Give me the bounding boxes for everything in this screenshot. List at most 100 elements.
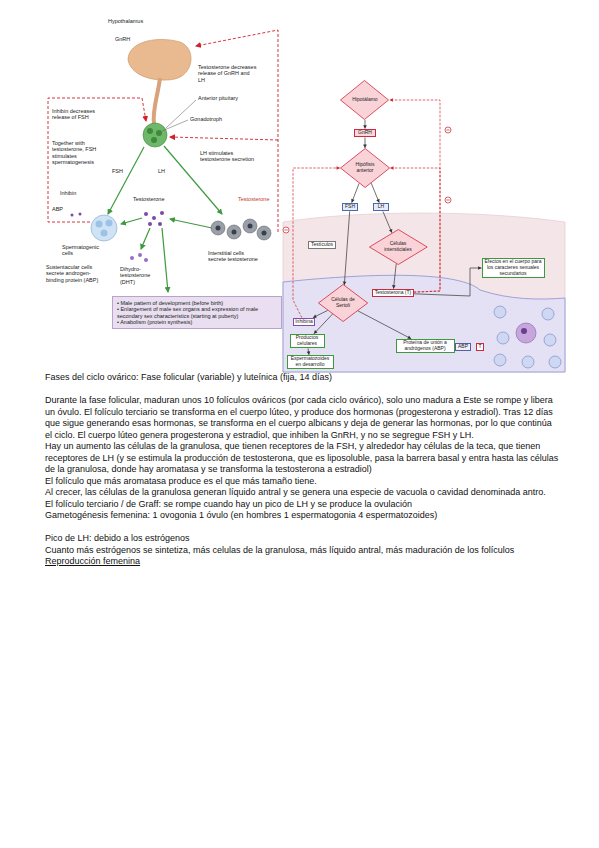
tubule-cell	[544, 334, 556, 346]
sertoli-cell	[516, 323, 536, 343]
node-text: • Anabolism (protein synthesis)	[117, 319, 277, 325]
hormone-dot	[152, 216, 156, 220]
connector-line	[358, 311, 411, 339]
figure-label: Testosterone decreases release of GnRH a…	[198, 64, 258, 83]
decision-diamond: Células de Sertoli	[318, 284, 368, 322]
pituitary-gland	[143, 123, 167, 147]
feedback-line	[170, 137, 278, 140]
paragraph-text: Gametogénesis femenina: 1 ovogonia 1 óvu…	[45, 510, 560, 522]
figure-label: Inhibin	[60, 190, 76, 196]
hormone-arrow	[141, 228, 150, 249]
paragraph-text: El folículo que más aromatasa produce es…	[45, 476, 560, 488]
connector-line	[352, 183, 359, 202]
hormone-dot	[144, 258, 148, 262]
connector	[363, 120, 367, 129]
hormone-dot	[130, 256, 134, 260]
figure-label: Sustentacular cells secrete androgen-bin…	[46, 264, 108, 283]
feedback-lines	[48, 30, 278, 232]
node-text: T	[478, 344, 481, 350]
hormone-dot	[144, 212, 148, 216]
decision-diamond: Células intersticiales	[369, 229, 428, 265]
figure-label: Testosterone	[133, 196, 165, 202]
figure-label: Hypothalamus	[108, 18, 143, 24]
figure-label: ABP	[52, 206, 63, 212]
diamond-outline	[369, 230, 427, 265]
tubule-cell	[549, 356, 561, 368]
testis-tissue	[283, 213, 565, 372]
node-text: Inhibina	[295, 319, 313, 325]
node-text: GnRH	[358, 130, 372, 136]
organ-box: Testículos	[308, 241, 335, 250]
tissue-band	[283, 213, 565, 372]
minus-sign	[445, 127, 451, 133]
hormone-dot	[158, 222, 162, 226]
arrow-head	[389, 98, 392, 102]
figure-label: Together with testosterone, FSH stimulat…	[52, 140, 110, 165]
leader-line	[162, 120, 188, 131]
node-text: Células intersticiales	[382, 241, 413, 253]
decision-diamond: Hipófisis anterior	[340, 148, 390, 188]
hormone-arrow	[170, 219, 212, 228]
figure-label: Interstitial cells secrete testosterone	[208, 250, 260, 263]
node-text: Efectos en el cuerpo para los caracteres…	[484, 259, 542, 276]
connector-line	[344, 211, 349, 285]
inhibin-dot	[71, 214, 74, 217]
effects-box: Efectos en el cuerpo para los caracteres…	[482, 258, 545, 278]
interstitial-cell	[211, 221, 225, 235]
paragraph-text: Al crecer, las células de la granulosa g…	[45, 487, 560, 499]
node-text: Productos celulares	[292, 335, 322, 347]
minus-sign	[446, 200, 449, 201]
node-text: • Enlargement of male sex organs and exp…	[117, 306, 277, 319]
arrow-head	[336, 166, 339, 170]
process-box: Productos celulares	[290, 334, 325, 349]
hypothalamus-figure	[128, 39, 191, 147]
figure-label: LH stimulates testosterone secretion	[200, 150, 255, 163]
paragraph-text: Pico de LH: debido a los estrógenos	[45, 533, 560, 545]
paragraph-text: Fases del ciclo ovárico: Fase folicular …	[45, 372, 560, 384]
node-text: Hipófisis anterior	[352, 162, 378, 174]
decision-diamond: Hipotálamo	[340, 80, 389, 120]
tubule-cell	[494, 306, 506, 318]
hormone-box: LH	[373, 203, 389, 212]
cell-nucleus	[521, 328, 527, 334]
inhibin-dot	[79, 213, 82, 216]
figure-label: Testosterone	[238, 196, 270, 202]
minus-sign	[445, 197, 451, 203]
hormone-arrow	[108, 147, 144, 214]
spermatogenic-cell	[101, 230, 108, 237]
connector	[383, 211, 392, 232]
tubule-cell	[542, 308, 554, 320]
tubule-region	[283, 275, 565, 372]
connector	[358, 311, 411, 339]
figure-label: Dihydro-testosterone (DHT)	[120, 266, 160, 285]
node-text: FSH	[345, 204, 355, 210]
seminiferous-cells	[71, 213, 118, 242]
figure-label: FSH	[112, 168, 123, 174]
spermatogenic-cell	[96, 221, 103, 228]
figure-label: Inhibin decreases release of FSH	[52, 108, 100, 121]
paragraph-text: El folículo terciario / de Graff: se rom…	[45, 499, 560, 511]
process-box: Espermatozoides en desarrollo	[287, 355, 334, 370]
inhibition-signs	[283, 127, 451, 233]
minus-sign	[446, 130, 449, 131]
paragraph-text: Reproducción femenina	[45, 556, 560, 568]
hormone-box: FSH	[342, 203, 358, 212]
hormone-dot	[148, 222, 152, 226]
interstitial-cell	[227, 225, 241, 239]
paragraph-text: Hay un aumento las células de la granulo…	[45, 441, 560, 476]
diamond-outline	[318, 285, 367, 322]
connector-line	[394, 264, 397, 289]
node-text: • Male pattern of development (before bi…	[117, 300, 277, 306]
diamond-outline	[341, 81, 389, 120]
connector-line	[371, 183, 379, 203]
cell-nucleus	[262, 231, 267, 236]
text-column: Fases del ciclo ovárico: Fase folicular …	[45, 372, 560, 568]
leader-line	[166, 100, 196, 128]
minus-sign	[283, 227, 289, 233]
hormone-arrow	[121, 218, 142, 224]
hormone-box: Inhibina	[293, 318, 316, 327]
cell-nucleus	[248, 224, 253, 229]
figure-label: Spermatogenic cells	[62, 244, 102, 257]
connector	[392, 264, 396, 289]
